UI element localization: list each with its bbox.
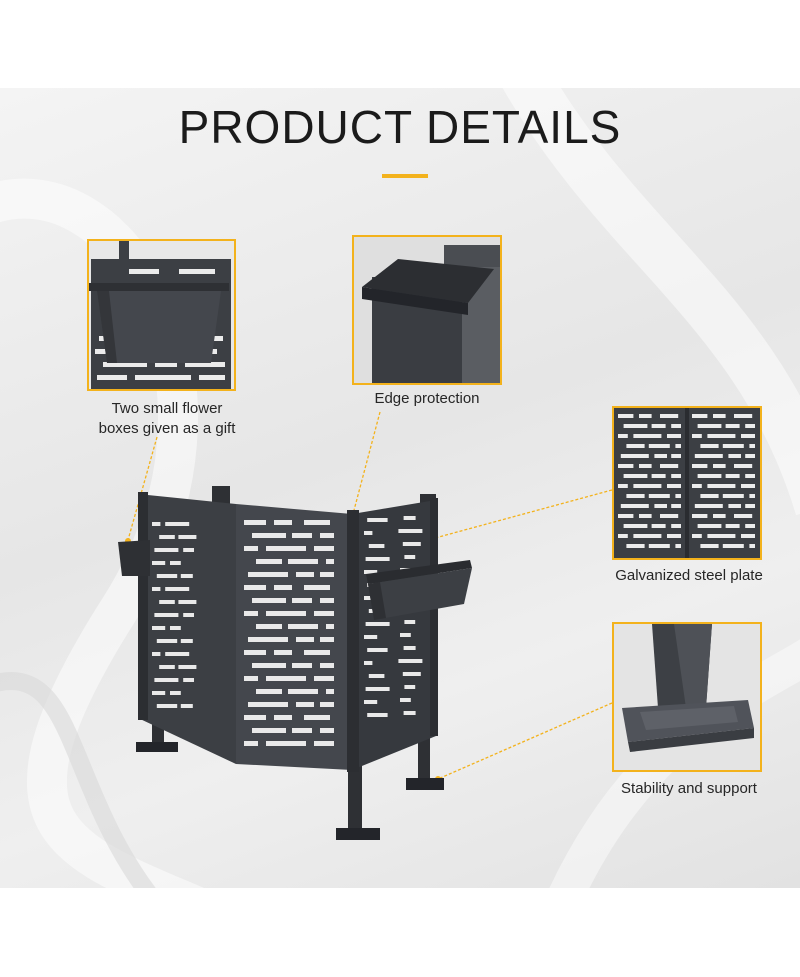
caption-flower-box: Two small flower boxes given as a gift	[82, 399, 252, 439]
caption-stability-line-1: Stability and support	[621, 780, 757, 797]
base-detail-image	[612, 622, 762, 772]
caption-flower-box-line-2: boxes given as a gift	[98, 420, 236, 437]
caption-steel-plate-line-1: Galvanized steel plate	[615, 567, 763, 584]
page-title: PRODUCT DETAILS	[178, 101, 622, 153]
flower-box-detail-image	[87, 239, 236, 391]
caption-edge-protection-line-1: Edge protection	[374, 390, 480, 407]
steel-plate-detail-image	[612, 406, 762, 560]
caption-edge-protection: Edge protection	[352, 389, 502, 409]
caption-stability: Stability and support	[596, 779, 782, 799]
edge-protection-detail-image	[352, 235, 502, 385]
title-underline	[382, 174, 428, 178]
caption-steel-plate: Galvanized steel plate	[596, 566, 782, 586]
caption-flower-box-line-1: Two small flower	[111, 400, 223, 417]
